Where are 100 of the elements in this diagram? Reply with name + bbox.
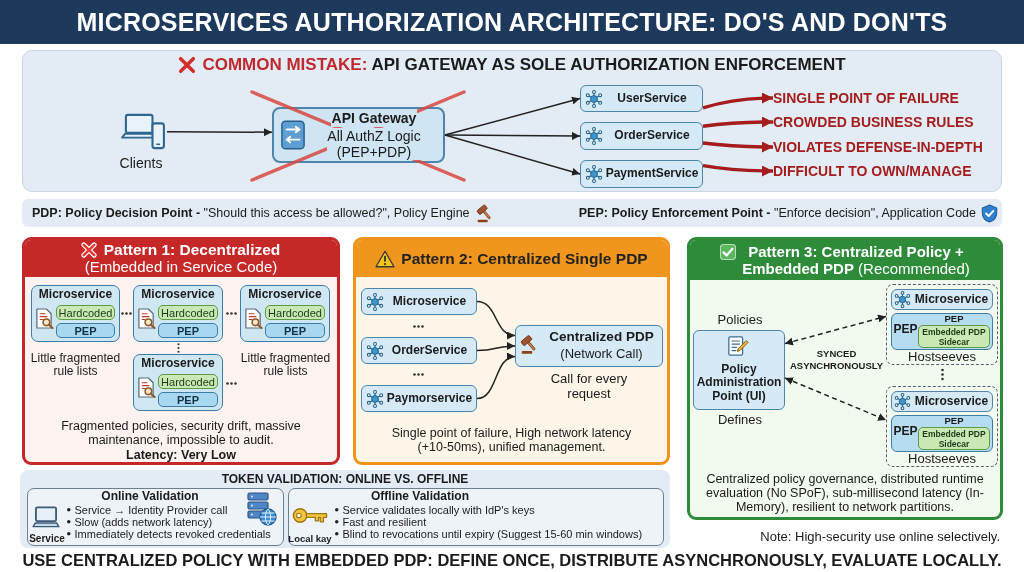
pep-box bbox=[891, 415, 993, 452]
node-label: Clients bbox=[119, 154, 163, 172]
token-panel bbox=[20, 470, 670, 548]
service-name: OrderService bbox=[391, 343, 468, 358]
panel-title: Pattern 2: Centralized Single PDP bbox=[400, 249, 649, 268]
bullet-item: Service → Identity Provider call bbox=[74, 504, 229, 516]
bullet-item: Immediately detects revoked credentials bbox=[74, 528, 272, 540]
pep-box bbox=[891, 313, 993, 350]
curved-arrow bbox=[702, 141, 773, 153]
pattern-panel bbox=[353, 237, 670, 465]
service-box bbox=[580, 160, 703, 188]
service-name: UserService bbox=[616, 91, 688, 106]
caption-text: Little fragmented rule lists bbox=[240, 352, 331, 378]
pattern-panel bbox=[687, 237, 1003, 520]
panel-summary: Fragmented policies, security drift, massive maintenance, impossible to audit. bbox=[60, 419, 302, 447]
box-title: Centralized PDP bbox=[548, 329, 655, 345]
pep-label: PEP bbox=[892, 425, 919, 439]
box-text: Policy Administration Point (UI) bbox=[696, 362, 782, 404]
host-label: Hostseeves bbox=[907, 451, 977, 467]
service-name: PaymentService bbox=[605, 167, 699, 181]
service-name: Microservice bbox=[914, 292, 989, 307]
caption-text: Little fragmented rule lists bbox=[30, 352, 121, 378]
dashed-arrow bbox=[784, 314, 887, 346]
card-title: Offline Validation bbox=[370, 489, 470, 504]
card-title: Online Validation bbox=[100, 489, 200, 504]
service-name: Microservice bbox=[38, 288, 113, 302]
pap-box bbox=[693, 330, 785, 410]
pep-tag: PEP bbox=[265, 323, 325, 338]
pep-label: PEP bbox=[943, 415, 965, 427]
caption-text: USE CENTRALIZED POLICY WITH EMBEDDED PDP: DEFINE ONCE, DISTRIBUTE ASYNCHRONOUSLY, EVALUATE LOCALLY. bbox=[21, 550, 1003, 570]
service-box bbox=[31, 285, 120, 342]
box-title: API Gateway bbox=[331, 110, 417, 127]
arrow bbox=[444, 134, 581, 176]
panel-heading: COMMON MISTAKE: API GATEWAY AS SOLE AUTHORIZATION ENFORCEMENT bbox=[201, 55, 847, 75]
panel-summary: Single point of failure, High network latency (+10-50ms), unified management. bbox=[391, 426, 632, 454]
gateway-box bbox=[272, 107, 445, 163]
curved-arrow bbox=[702, 92, 773, 110]
sidecar-tag: Embedded PDP Sidecar bbox=[918, 427, 990, 450]
service-name: Paymorservice bbox=[386, 391, 473, 406]
service-box bbox=[133, 354, 223, 411]
bullet-item: Blind to revocations until expiry (Suggest 15-60 min windows) bbox=[342, 528, 644, 540]
service-name: Microservice bbox=[140, 357, 216, 371]
service-name: Microservice bbox=[247, 288, 323, 302]
host-group bbox=[886, 386, 998, 467]
service-box bbox=[361, 385, 477, 412]
definition-text: PEP: Policy Enforcement Point - "Enforce decision", Application Code bbox=[577, 205, 976, 221]
service-box bbox=[580, 122, 703, 150]
service-name: Microservice bbox=[392, 294, 467, 309]
service-box bbox=[361, 337, 477, 364]
note-text: Note: High-security use online selectively. bbox=[759, 529, 1000, 545]
sidecar-tag: Embedded PDP Sidecar bbox=[918, 325, 990, 348]
warning-text: SINGLE POINT OF FAILURE bbox=[773, 90, 959, 106]
icon-caption: Local kay bbox=[287, 533, 333, 545]
rule-tag: Hardcoded bbox=[56, 305, 115, 320]
pep-tag: PEP bbox=[56, 323, 115, 338]
dashed-arrow bbox=[784, 377, 887, 421]
panel-summary: Latency: Very Low bbox=[125, 447, 237, 463]
warning-text: DIFFICULT TO OWN/MANAGE bbox=[773, 163, 972, 179]
pep-tag: PEP bbox=[158, 392, 218, 407]
definition-bar bbox=[22, 199, 1002, 227]
service-box bbox=[891, 289, 993, 310]
service-name: Microservice bbox=[140, 288, 216, 302]
service-name: Microservice bbox=[914, 394, 989, 409]
curved-arrow bbox=[702, 163, 773, 177]
curved-arrow bbox=[476, 300, 516, 339]
curved-arrow bbox=[476, 342, 516, 352]
host-label: Hostseeves bbox=[907, 349, 977, 365]
panel-title: Pattern 1: Decentralized bbox=[103, 240, 281, 259]
mistake-panel bbox=[22, 50, 1002, 192]
panel-title: Pattern 3: Centralized Policy + Embedded PDP (Recommended) bbox=[741, 243, 971, 277]
panel-heading: TOKEN VALIDATION: ONLINE VS. OFFLINE bbox=[221, 472, 469, 487]
title-text: MICROSERVICES AUTHORIZATION ARCHITECTURE: DO'S AND DON'TS bbox=[76, 7, 948, 37]
service-box bbox=[240, 285, 330, 342]
pep-label: PEP bbox=[943, 313, 965, 325]
caption-text: Policies bbox=[717, 313, 763, 328]
box-text: (Network Call) bbox=[559, 347, 644, 362]
warning-text: CROWDED BUSINESS RULES bbox=[773, 114, 974, 130]
curved-arrow bbox=[476, 353, 516, 400]
caption-text: Defines bbox=[717, 413, 763, 428]
box-text: All AuthZ Logic (PEP+PDP) bbox=[326, 127, 422, 161]
icon-caption: Service bbox=[28, 533, 66, 545]
rule-tag: Hardcoded bbox=[158, 374, 218, 389]
caption-text: Call for every request bbox=[550, 372, 628, 402]
panel-subtitle: (Embedded in Service Code) bbox=[84, 258, 278, 276]
validation-card bbox=[288, 488, 664, 546]
validation-card bbox=[27, 488, 284, 546]
bullet-item: Fast and resilient bbox=[342, 516, 428, 528]
curved-arrow bbox=[702, 116, 773, 128]
pdp-box bbox=[515, 325, 663, 367]
bullet-item: Slow (adds network latency) bbox=[74, 516, 214, 528]
service-box bbox=[580, 85, 703, 112]
definition-text: PDP: Policy Decision Point - "Should this access be allowed?", Policy Engine bbox=[32, 205, 471, 221]
pep-label: PEP bbox=[892, 323, 919, 337]
service-name: OrderService bbox=[613, 129, 691, 143]
pep-tag: PEP bbox=[158, 323, 218, 338]
rule-tag: Hardcoded bbox=[265, 305, 325, 320]
service-box bbox=[133, 285, 223, 342]
arrow bbox=[166, 128, 273, 137]
warning-text: VIOLATES DEFENSE-IN-DEPTH bbox=[773, 139, 983, 155]
rule-tag: Hardcoded bbox=[158, 305, 218, 320]
